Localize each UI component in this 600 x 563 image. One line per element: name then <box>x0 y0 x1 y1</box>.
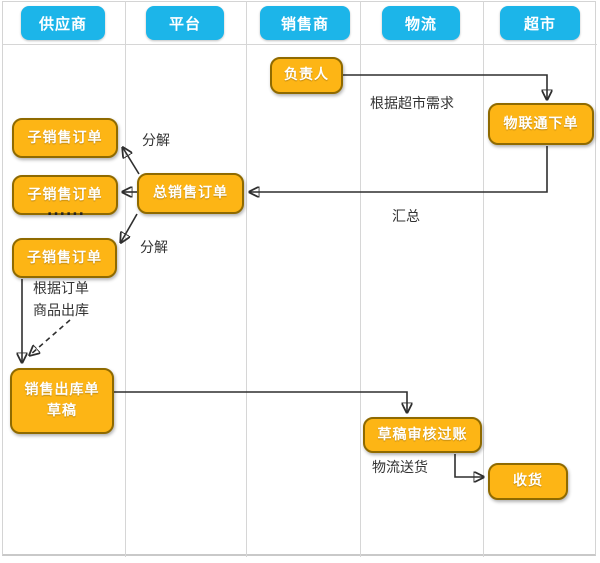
node-sub-sales-order-1: 子销售订单 <box>12 118 118 158</box>
node-sales-outbound-draft-line2: 草稿 <box>47 403 77 419</box>
label-decompose-2: 分解 <box>140 240 168 256</box>
lane-divider-2 <box>246 1 247 557</box>
node-total-sales-order: 总销售订单 <box>137 173 244 214</box>
label-per-order: 根据订单 <box>33 281 89 297</box>
node-sub-sales-order-3: 子销售订单 <box>12 238 117 278</box>
lane-header-logistics: 物流 <box>382 6 460 40</box>
lane-divider-1 <box>125 1 126 557</box>
label-summarize: 汇总 <box>392 209 420 225</box>
lane-divider-3 <box>360 1 361 557</box>
label-per-supermarket-demand: 根据超市需求 <box>370 96 454 112</box>
lane-header-platform: 平台 <box>146 6 224 40</box>
lane-header-supermarket: 超市 <box>500 6 580 40</box>
node-sales-outbound-draft-line1: 销售出库单 <box>24 382 100 398</box>
node-receive-goods: 收货 <box>488 463 568 500</box>
header-separator-line <box>2 44 597 45</box>
node-sales-outbound-draft: 销售出库单 草稿 <box>10 368 114 434</box>
label-ellipsis: ...... <box>47 203 85 219</box>
lane-header-supplier: 供应商 <box>21 6 105 40</box>
label-decompose-1: 分解 <box>142 133 170 149</box>
node-wuliantong-order: 物联通下单 <box>488 103 594 145</box>
node-sub-sales-order-2: 子销售订单 <box>12 175 118 215</box>
lane-divider-4 <box>483 1 484 557</box>
lane-header-seller: 销售商 <box>260 6 350 40</box>
node-draft-review-posting: 草稿审核过账 <box>363 417 482 453</box>
label-logistics-delivery: 物流送货 <box>372 460 428 476</box>
label-goods-outbound: 商品出库 <box>33 303 89 319</box>
node-person-in-charge: 负责人 <box>270 57 343 94</box>
